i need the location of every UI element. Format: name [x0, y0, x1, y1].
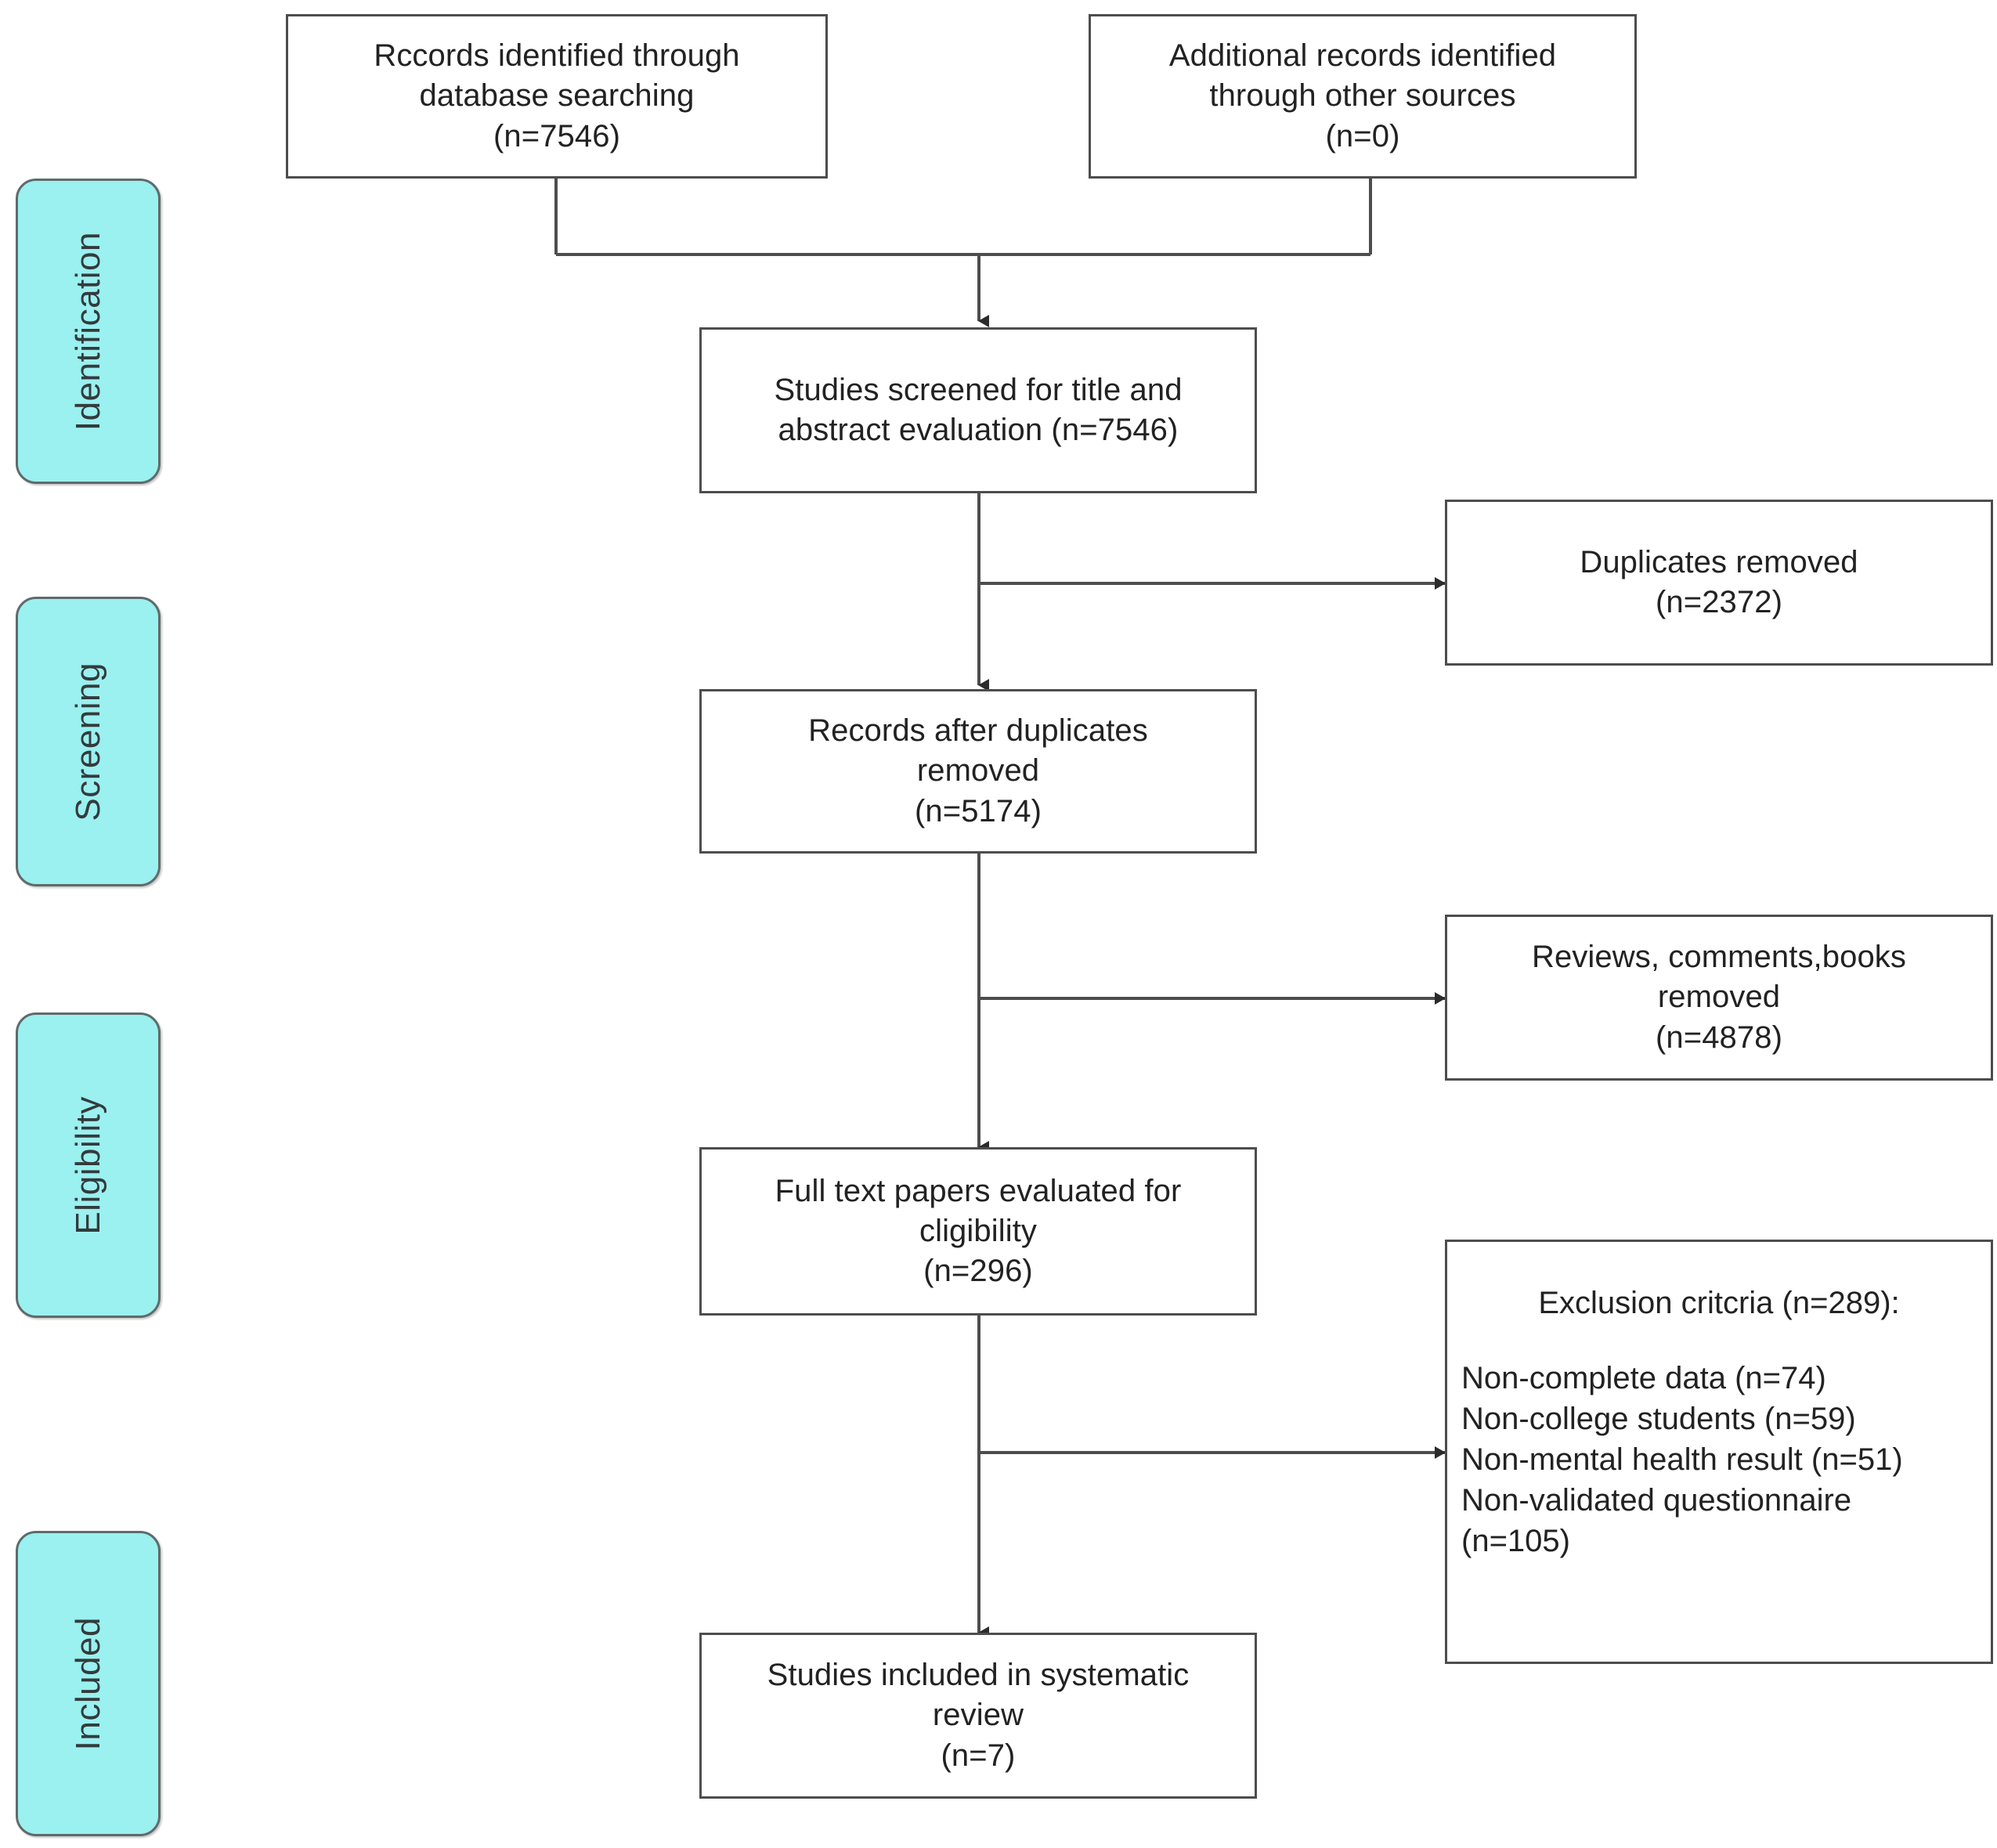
stage-label-screening-text: Screening: [68, 662, 107, 821]
box-duplicates-removed: Duplicates removed (n=2372): [1445, 500, 1993, 666]
box-studies-included: Studies included in systematic review (n…: [699, 1633, 1257, 1799]
stage-label-eligibility-text: Eligibility: [68, 1095, 107, 1235]
box-duplicates-removed-text: Duplicates removed (n=2372): [1580, 544, 1858, 619]
stage-label-included-text: Included: [68, 1616, 107, 1751]
box-exclusion-criteria: Exclusion critcria (n=289): Non-complete…: [1445, 1240, 1993, 1664]
box-records-after-duplicates-text: Records after duplicates removed (n=5174…: [808, 713, 1148, 828]
box-fulltext-evaluated: Full text papers evaluated for cligibili…: [699, 1147, 1257, 1316]
stage-label-identification-text: Identification: [68, 231, 107, 431]
box-studies-screened-text: Studies screened for title and abstract …: [774, 372, 1183, 447]
box-studies-screened: Studies screened for title and abstract …: [699, 327, 1257, 493]
box-records-other-sources: Additional records identified through ot…: [1089, 14, 1637, 179]
stage-label-screening: Screening: [16, 597, 161, 886]
stage-label-identification: Identification: [16, 179, 161, 484]
box-records-after-duplicates: Records after duplicates removed (n=5174…: [699, 689, 1257, 854]
box-reviews-comments-books-removed-text: Reviews, comments,books removed (n=4878): [1531, 940, 1907, 1055]
exclusion-criteria-list: Non-complete data (n=74) Non-college stu…: [1461, 1361, 1903, 1558]
exclusion-criteria-heading: Exclusion critcria (n=289):: [1538, 1286, 1900, 1320]
box-fulltext-evaluated-text: Full text papers evaluated for cligibili…: [775, 1173, 1182, 1289]
stage-label-included: Included: [16, 1531, 161, 1836]
box-studies-included-text: Studies included in systematic review (n…: [767, 1658, 1190, 1773]
box-reviews-comments-books-removed: Reviews, comments,books removed (n=4878): [1445, 915, 1993, 1081]
box-records-database: Rccords identified through database sear…: [286, 14, 828, 179]
box-records-other-sources-text: Additional records identified through ot…: [1168, 38, 1557, 153]
box-records-database-text: Rccords identified through database sear…: [374, 38, 740, 153]
stage-label-eligibility: Eligibility: [16, 1012, 161, 1318]
